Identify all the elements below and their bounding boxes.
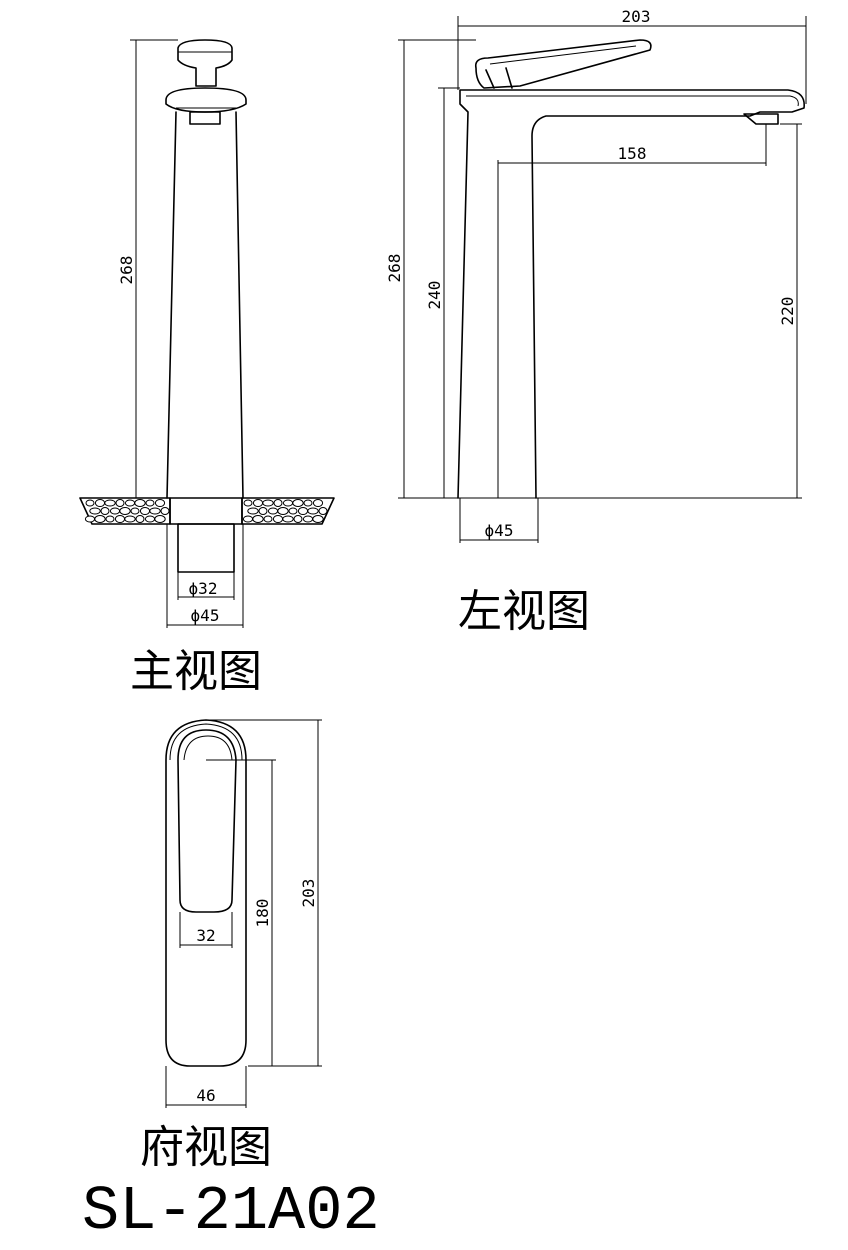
countertop-pebble [302,515,314,523]
countertop-pebble [307,507,319,515]
countertop-pebble [263,515,273,523]
left-length-dim: 203 [622,7,651,26]
countertop-pebble [109,507,121,515]
countertop-pebble [273,499,283,507]
front-outer-diameter-dim: ϕ45 [191,606,220,625]
left-lever-handle [474,39,652,89]
countertop-pebble [312,499,324,507]
left-spout-body [457,89,805,499]
countertop-pebble [119,507,131,515]
front-inlet-pipe [177,523,235,573]
countertop-pebble [105,515,115,523]
model-number: SL-21A02 [82,1176,380,1247]
front-view: 268 ϕ32 ϕ45 主视图 [79,39,335,697]
countertop-pebble [258,507,268,515]
left-base-diameter-dim: ϕ45 [485,521,514,540]
countertop-pebble [124,499,136,507]
countertop-pebble [318,507,328,515]
countertop-pebble [149,507,161,515]
countertop-pebble [312,515,324,523]
front-inner-diameter-dim: ϕ32 [189,579,218,598]
countertop-pebble [292,499,304,507]
countertop-pebble [115,499,125,507]
countertop-pebble [262,499,274,507]
countertop-pebble [243,499,253,507]
countertop-pebble [277,507,289,515]
front-body [166,111,244,499]
left-body-height-dim: 240 [425,281,444,310]
countertop-pebble [160,507,170,515]
countertop-pebble [242,515,254,523]
countertop-pebble [144,515,156,523]
countertop-pebble [252,499,264,507]
front-view-label: 主视图 [130,646,262,697]
top-handle-outline [177,729,237,913]
countertop-pebble [85,499,95,507]
left-total-height-dim: 268 [385,254,404,283]
countertop-pebble [114,515,126,523]
top-body-outline [165,719,247,1067]
countertop-pebble [288,507,298,515]
top-handle-length-dim: 180 [253,899,272,928]
countertop-pebble [134,499,146,507]
countertop-pebble [135,515,145,523]
front-dome-cap [165,87,247,113]
left-reach-dim: 158 [618,144,647,163]
countertop-pebble [104,499,116,507]
front-mount-sleeve [169,497,243,525]
top-length-dim: 203 [299,879,318,908]
front-height-dim: 268 [117,256,136,285]
left-view-label: 左视图 [458,586,590,637]
front-handle-knob [177,39,233,87]
top-body-width-dim: 46 [196,1086,215,1105]
countertop-pebble [84,515,96,523]
countertop-pebble [145,499,155,507]
left-spout-height-dim: 220 [778,297,797,326]
countertop-pebble [94,499,106,507]
countertop-pebble [130,507,140,515]
countertop-pebble [282,499,294,507]
countertop-pebble [89,507,101,515]
countertop-pebble [272,515,284,523]
countertop-pebble [124,515,136,523]
countertop-pebble [100,507,110,515]
countertop-pebble [139,507,151,515]
front-countertop-section [79,497,335,525]
countertop-pebble [267,507,279,515]
countertop-pebble [154,515,166,523]
top-view: 203 180 32 46 府视图 [140,719,322,1173]
countertop-pebble [94,515,106,523]
top-view-label: 府视图 [140,1122,272,1173]
left-view: 203 158 268 240 220 ϕ45 左视图 [385,7,807,637]
countertop-pebble [154,499,166,507]
left-aerator [743,113,779,125]
countertop-pebble [282,515,294,523]
countertop-pebble [252,515,264,523]
countertop-pebble [293,515,303,523]
countertop-pebble [247,507,259,515]
top-handle-width-dim: 32 [196,926,215,945]
countertop-pebble [303,499,313,507]
countertop-pebble [297,507,309,515]
